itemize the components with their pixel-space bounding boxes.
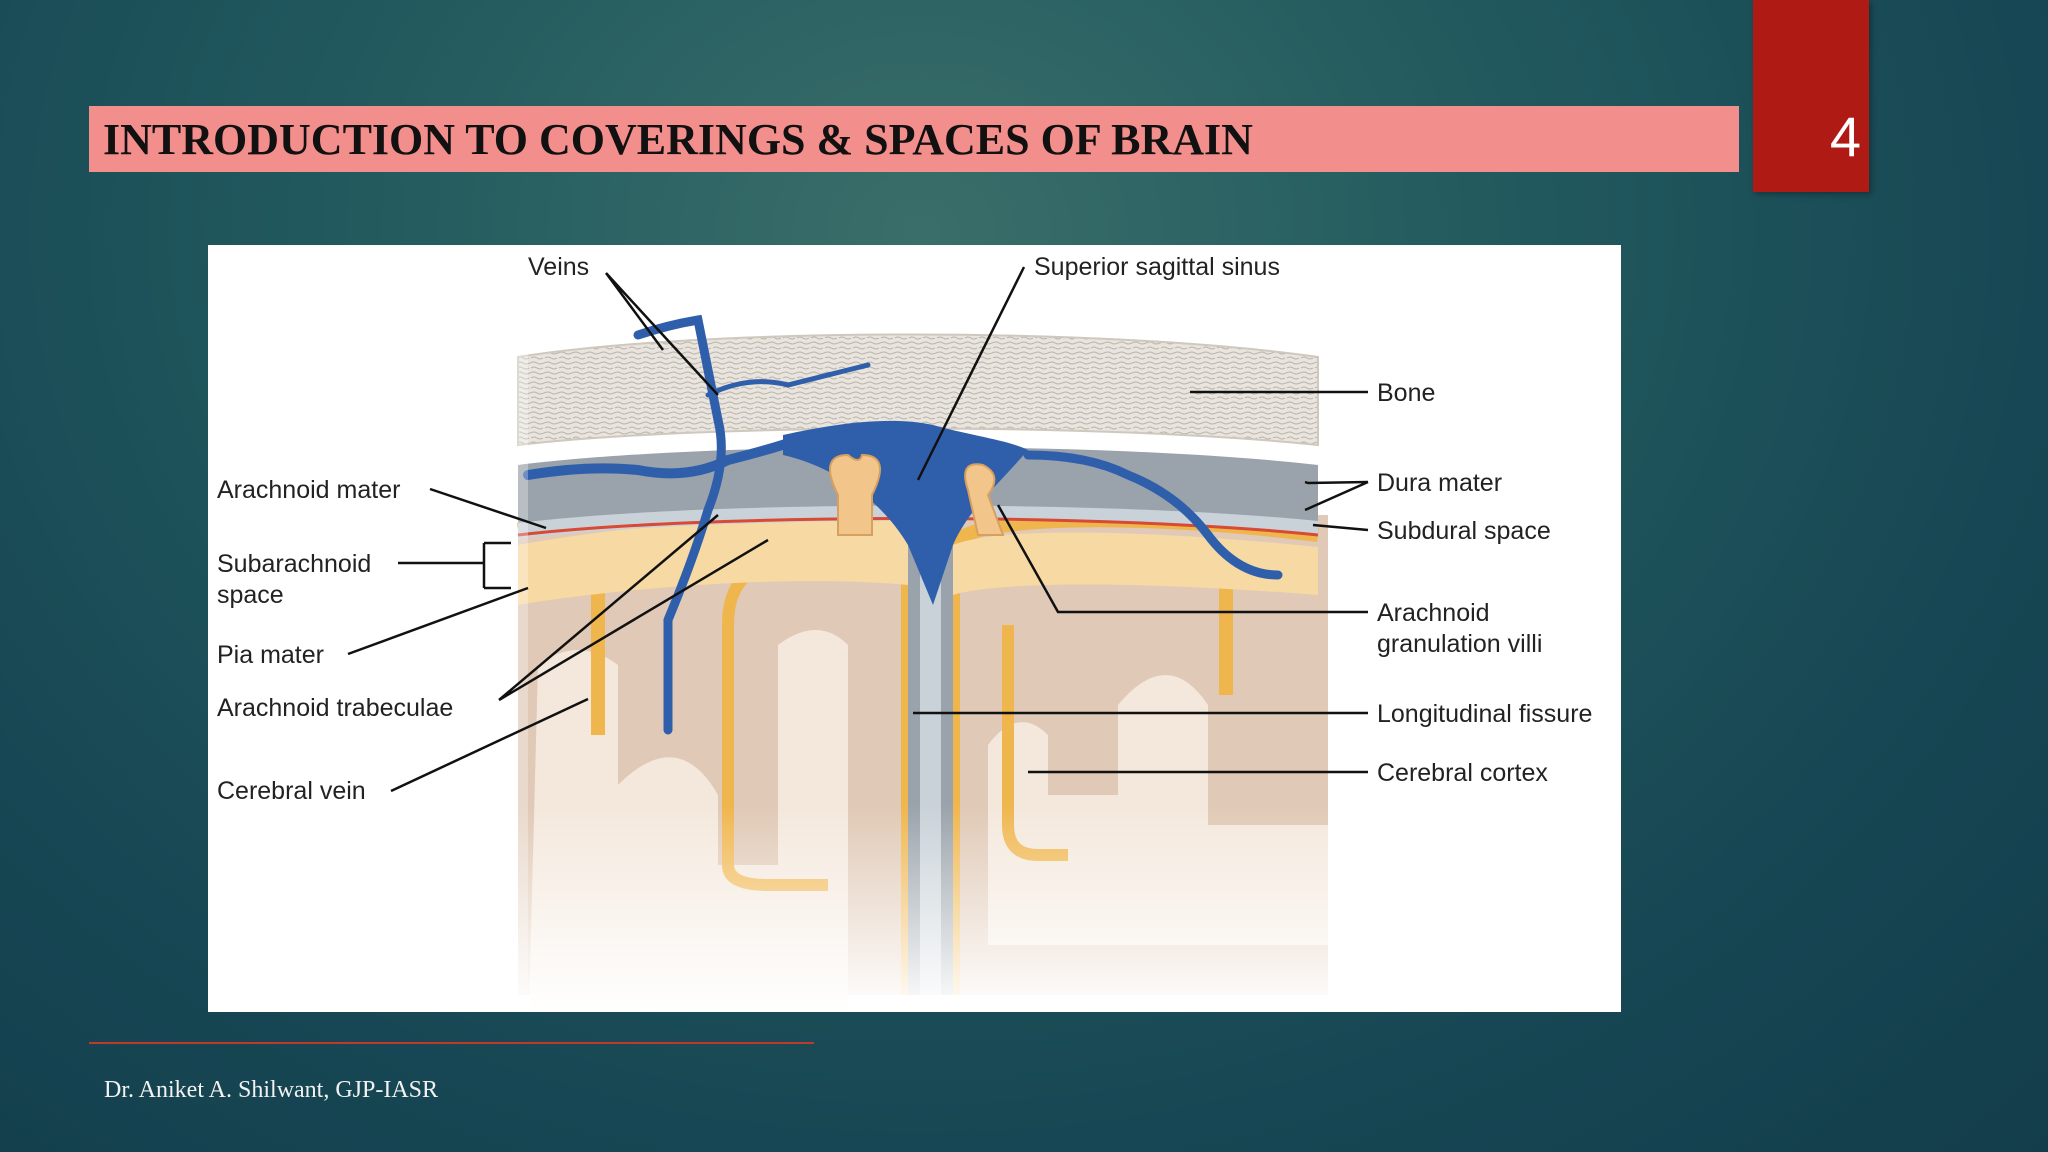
leader-cerebral-vein [390,697,589,793]
vein-branch [705,362,871,398]
label-cerebral-cortex: Cerebral cortex [1377,759,1548,787]
footer-author: Dr. Aniket A. Shilwant, GJP-IASR [104,1077,439,1103]
label-longitudinal-fissure: Longitudinal fissure [1377,700,1592,728]
vein-upper [633,314,726,735]
leader-dura [1304,480,1369,512]
arachnoid-granulation-right [964,463,1005,536]
subarachnoid-band-right [953,532,1318,595]
label-arachnoid-mater: Arachnoid mater [217,476,400,504]
label-arachnoid-trabeculae: Arachnoid trabeculae [217,694,453,722]
label-bone: Bone [1377,379,1435,407]
label-dura-mater: Dura mater [1377,469,1502,497]
leader-arachnoid-mater [429,487,547,530]
label-subdural-space: Subdural space [1377,517,1551,545]
arachnoid-layer [518,505,1318,539]
leader-pia [347,586,529,656]
page-number-tab: 4 [1753,0,1869,192]
label-veins: Veins [528,253,589,281]
label-arachnoid-granulation-1: Arachnoid [1377,599,1490,627]
page-number: 4 [1829,105,1861,168]
meninges-diagram: Veins Superior sagittal sinus Bone Dura … [208,245,1621,1012]
leader-granulation [996,504,1368,614]
subarachnoid-band [518,514,908,605]
label-arachnoid-granulation-2: granulation villi [1377,630,1542,658]
vein-right [1023,450,1283,580]
bottom-fade [508,805,1338,1012]
leader-sinus [916,266,1026,481]
label-cerebral-vein: Cerebral vein [217,777,366,805]
title-bar: INTRODUCTION TO COVERINGS & SPACES OF BR… [89,106,1739,172]
leader-lines [347,266,1369,793]
label-subarachnoid-1: Subarachnoid [217,550,371,578]
meninges-illustration: Veins Superior sagittal sinus Bone Dura … [217,253,1592,1012]
arachnoid-granulation-left [829,453,881,536]
label-pia-mater: Pia mater [217,641,324,669]
leader-veins [604,272,719,396]
left-fade [508,335,528,1012]
vein-left [523,435,803,480]
label-superior-sagittal-sinus: Superior sagittal sinus [1034,253,1280,281]
leader-subarachnoid [398,541,511,590]
leader-subdural [1312,523,1369,532]
slide-title: INTRODUCTION TO COVERINGS & SPACES OF BR… [103,115,1253,164]
footer-divider [89,1042,814,1044]
leader-trabeculae [498,514,769,702]
label-subarachnoid-2: space [217,581,284,609]
